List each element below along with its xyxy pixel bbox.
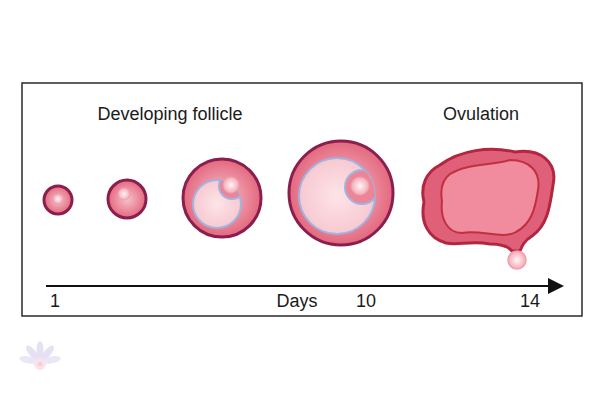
stage-heading: Developing follicle [95, 104, 244, 124]
watermark-logo [19, 341, 62, 370]
stage-heading: Ovulation [441, 104, 521, 124]
secondary-follicle [183, 159, 261, 237]
frame [22, 83, 582, 316]
antral-follicle [289, 141, 393, 245]
axis-tick-label: 10 [354, 291, 378, 311]
axis-tick-label: 14 [518, 291, 542, 311]
axis-tick-label: 1 [48, 291, 62, 311]
primary-follicle [108, 180, 146, 218]
axis-title: Days [274, 291, 319, 311]
ruptured-follicle [423, 149, 554, 269]
primordial-follicle [44, 186, 72, 214]
